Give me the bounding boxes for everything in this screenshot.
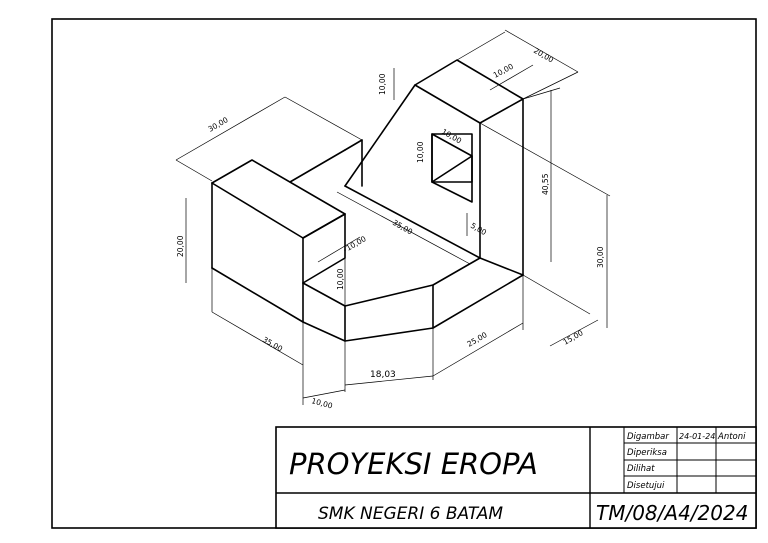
dim-10-bottom: 10,00 bbox=[310, 396, 333, 410]
title-block: PROYEKSI EROPA SMK NEGERI 6 BATAM TM/08/… bbox=[275, 426, 757, 529]
dim-top-20: 20,00 bbox=[532, 46, 555, 65]
row-name-digambar: Antoni bbox=[717, 432, 746, 442]
dim-5: 5,00 bbox=[469, 221, 488, 237]
dim-1803: 18,03 bbox=[370, 370, 396, 380]
row-label-dilihat: Dilihat bbox=[627, 464, 655, 474]
dim-step-10b: 10,00 bbox=[336, 268, 345, 290]
row-label-diperiksa: Diperiksa bbox=[627, 448, 667, 458]
dimension-lines bbox=[175, 29, 611, 405]
dimension-labels: 20,00 10,00 10,00 30,00 10,00 10,00 40,5… bbox=[176, 46, 605, 411]
dim-35-bottom: 35,00 bbox=[261, 335, 284, 354]
row-label-digambar: Digambar bbox=[627, 432, 669, 442]
row-label-disetujui: Disetujui bbox=[627, 481, 665, 491]
row-date-digambar: 24-01-24 bbox=[679, 432, 715, 441]
school-name: SMK NEGERI 6 BATAM bbox=[318, 504, 503, 524]
drawing-title: PROYEKSI EROPA bbox=[289, 447, 538, 481]
dim-left-10: 10,00 bbox=[378, 73, 387, 95]
dim-hole-10a: 10,00 bbox=[440, 127, 463, 146]
dim-hole-10b: 10,00 bbox=[416, 141, 425, 163]
dim-15: 15,00 bbox=[562, 328, 585, 347]
isometric-object bbox=[211, 59, 524, 342]
drawing-code: TM/08/A4/2024 bbox=[596, 501, 748, 525]
dim-step-10a: 10,00 bbox=[345, 234, 368, 253]
dim-25: 25,00 bbox=[466, 330, 489, 349]
dim-h-20: 20,00 bbox=[176, 235, 185, 257]
dim-h-4055: 40,55 bbox=[541, 173, 550, 195]
dim-h-30: 30,00 bbox=[596, 246, 605, 268]
